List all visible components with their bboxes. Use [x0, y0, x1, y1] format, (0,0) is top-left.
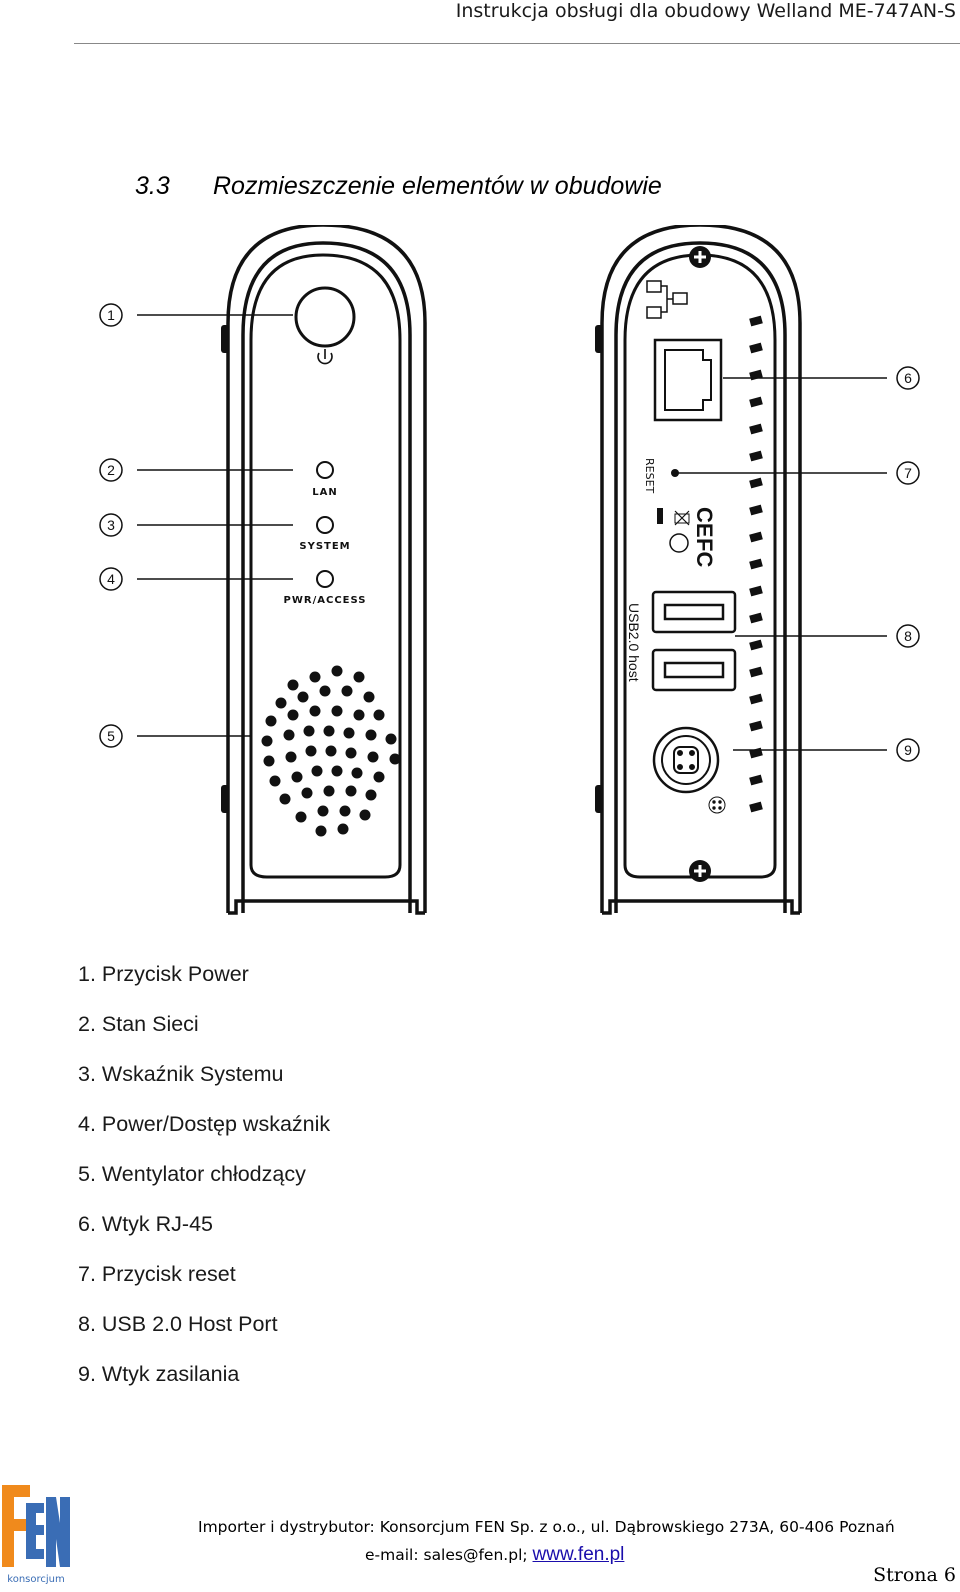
callout-8: 8	[904, 628, 912, 644]
callout-5: 5	[107, 728, 115, 744]
power-jack	[652, 726, 720, 794]
reset-label: RESET	[643, 458, 656, 494]
front-panel	[221, 225, 427, 915]
callout-9: 9	[904, 742, 912, 758]
screw-bottom-icon	[689, 860, 711, 882]
list-item: 7. Przycisk reset	[78, 1262, 236, 1286]
network-icon	[646, 280, 688, 319]
importer-info: Importer i dystrybutor: Konsorcjum FEN S…	[198, 1518, 895, 1536]
back-callouts	[675, 366, 920, 762]
callout-4: 4	[107, 571, 115, 587]
pin-diagram-icon	[708, 796, 726, 814]
enclosure-diagram: LAN SYSTEM PWR/ACCESS 1 2 3 4 5	[99, 225, 920, 915]
section-title: Rozmieszczenie elementów w obudowie	[213, 172, 662, 200]
front-callouts	[99, 303, 293, 748]
list-item: 4. Power/Dostęp wskaźnik	[78, 1112, 331, 1136]
list-item: 8. USB 2.0 Host Port	[78, 1312, 278, 1336]
section-heading: 3.3 Rozmieszczenie elementów w obudowie	[135, 172, 662, 201]
list-item: 5. Wentylator chłodzący	[78, 1162, 306, 1186]
power-button	[294, 286, 356, 365]
callout-7: 7	[904, 465, 912, 481]
callout-6: 6	[904, 370, 912, 386]
fen-logo: konsorcjum	[2, 1485, 70, 1585]
website-link[interactable]: www.fen.pl	[532, 1544, 625, 1565]
vent-slots	[749, 315, 763, 813]
system-label: SYSTEM	[299, 541, 350, 552]
section-number: 3.3	[135, 172, 170, 200]
lan-label: LAN	[312, 487, 337, 498]
back-panel	[595, 225, 802, 915]
lan-led	[316, 461, 334, 479]
email-text: e-mail: sales@fen.pl;	[365, 1546, 528, 1564]
list-item: 1. Przycisk Power	[78, 962, 249, 986]
usb-ports	[651, 590, 737, 692]
component-list: 1. Przycisk Power 2. Stan Sieci 3. Wskaź…	[78, 960, 330, 1410]
fcc-mark: FC	[692, 538, 717, 567]
system-led	[316, 516, 334, 534]
page-number: Strona 6	[873, 1564, 956, 1586]
callout-1: 1	[107, 307, 115, 323]
logo-text: konsorcjum	[7, 1574, 64, 1585]
ce-mark: CE	[692, 507, 717, 538]
contact-line: e-mail: sales@fen.pl; www.fen.pl	[365, 1544, 624, 1566]
front-leds	[316, 461, 334, 588]
callout-3: 3	[107, 517, 115, 533]
header-title: Instrukcja obsługi dla obudowy Welland M…	[455, 0, 956, 22]
screw-top-icon	[689, 246, 711, 268]
list-item: 2. Stan Sieci	[78, 1012, 199, 1036]
pwr-access-label: PWR/ACCESS	[284, 595, 367, 606]
callout-2: 2	[107, 462, 115, 478]
list-item: 6. Wtyk RJ-45	[78, 1212, 213, 1236]
fan-grille	[261, 665, 401, 837]
header-divider	[74, 43, 960, 44]
pwr-access-led	[316, 570, 334, 588]
usb-label: USB2.0 host	[626, 603, 642, 682]
list-item: 9. Wtyk zasilania	[78, 1362, 240, 1386]
rj45-port	[653, 338, 723, 422]
compliance-marks	[657, 508, 690, 553]
list-item: 3. Wskaźnik Systemu	[78, 1062, 284, 1086]
